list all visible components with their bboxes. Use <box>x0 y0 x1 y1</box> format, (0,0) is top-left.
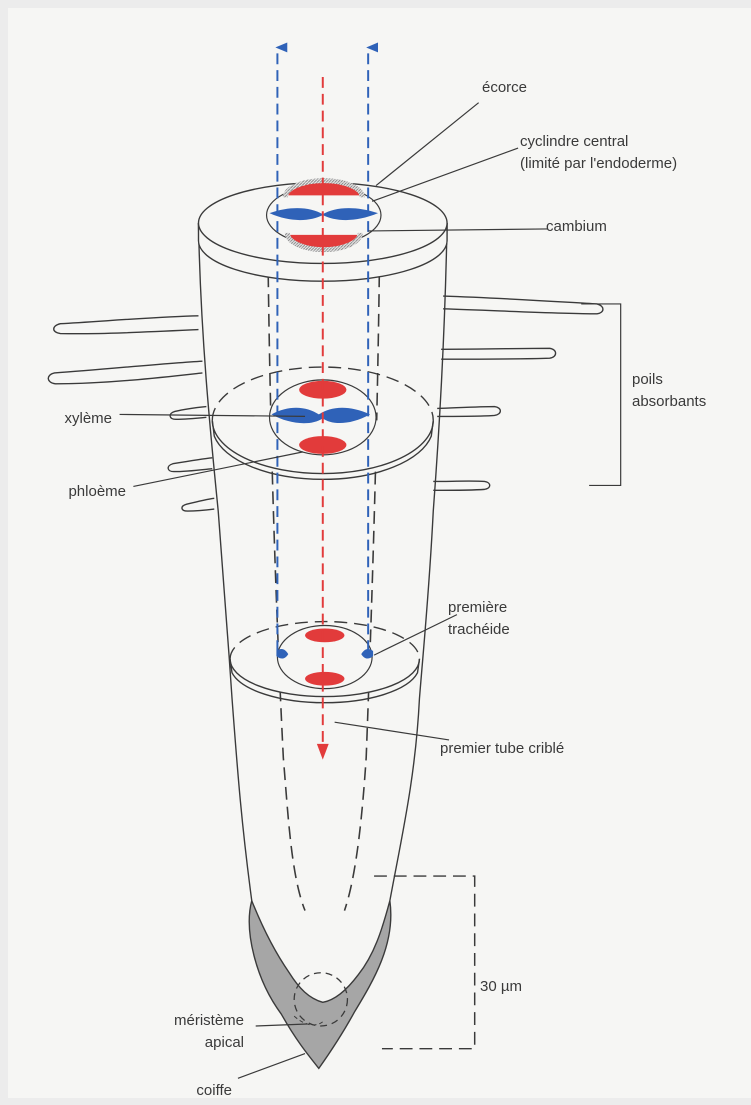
label-cylindre-central-2: (limité par l'endoderme) <box>520 154 677 173</box>
root-cap <box>249 901 391 1069</box>
label-meristeme-2: apical <box>88 1033 244 1052</box>
label-xyleme: xylème <box>22 409 112 428</box>
label-premiere-1: première <box>448 598 507 617</box>
root-hair <box>170 407 206 420</box>
root-hair <box>433 481 489 490</box>
phloem-top <box>305 628 344 642</box>
label-meristeme-1: méristème <box>88 1011 244 1030</box>
root-hair <box>437 407 500 417</box>
label-poils-2: absorbants <box>632 392 706 411</box>
root-outline <box>198 223 447 901</box>
root-hairs-right <box>433 296 603 490</box>
phloem-bottom <box>305 672 344 686</box>
root-hair <box>54 316 199 334</box>
root-hair <box>443 296 603 314</box>
lower-section <box>230 622 419 703</box>
label-scale: 30 µm <box>480 977 522 996</box>
label-cambium: cambium <box>546 217 607 236</box>
root-hair <box>441 348 555 359</box>
root-anatomy-figure: écorce cyclindre central (limité par l'e… <box>8 8 751 1098</box>
label-cylindre-central-1: cyclindre central <box>520 132 628 151</box>
label-poils-1: poils <box>632 370 663 389</box>
root-right-edge <box>390 223 447 901</box>
label-coiffe: coiffe <box>108 1081 232 1100</box>
label-ecorce: écorce <box>482 78 527 97</box>
root-left-edge <box>198 223 251 901</box>
root-hair <box>182 498 214 511</box>
label-phloeme: phloème <box>22 482 126 501</box>
label-premiere-2: trachéide <box>448 620 510 639</box>
root-hair <box>48 361 202 384</box>
root-hair <box>168 458 212 472</box>
label-premier-tube-crible: premier tube criblé <box>440 739 564 758</box>
